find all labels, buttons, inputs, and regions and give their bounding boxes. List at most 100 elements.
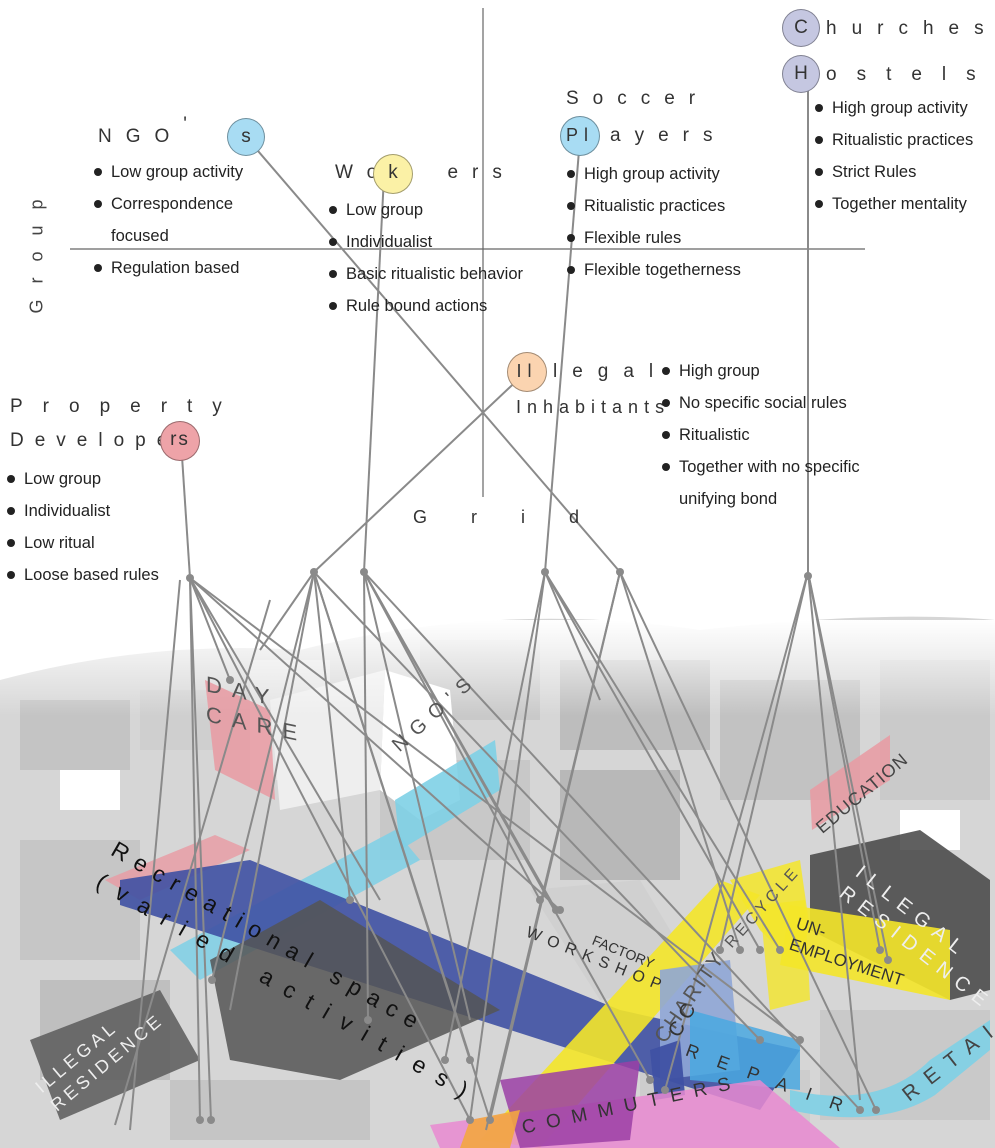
connector-line — [189, 577, 561, 911]
axes — [70, 8, 865, 497]
trait-item: Ritualistic practices — [814, 124, 973, 156]
trait-item: High group — [661, 355, 860, 387]
trait-item: Low ritual — [6, 527, 159, 559]
ngos-circle: s — [227, 118, 265, 156]
trait-item: Regulation based — [93, 252, 243, 284]
connector-line — [189, 577, 471, 1121]
connector-node — [208, 976, 216, 984]
connector-node — [552, 906, 560, 914]
trait-item: Ritualistic — [661, 419, 860, 451]
connector-node — [856, 1106, 864, 1114]
soccer-title-line2: ayers — [610, 125, 727, 146]
trait-item: Ritualistic practices — [566, 190, 741, 222]
trait-item: Flexible togetherness — [566, 254, 741, 286]
connector-line — [807, 571, 889, 961]
connector-line — [313, 571, 351, 901]
connector-node — [876, 946, 884, 954]
connector-line — [619, 571, 741, 951]
trait-item: Rule bound actions — [328, 290, 523, 322]
illegal-title-line2: Inhabitants — [516, 397, 671, 417]
connector-line — [189, 577, 201, 1121]
connector-line — [313, 571, 761, 1041]
connector-node — [804, 572, 812, 580]
developers-title-line1: Property — [10, 396, 242, 417]
developers-circle: rs — [160, 421, 200, 461]
connector-node — [360, 568, 368, 576]
connector-line — [544, 571, 601, 701]
connector-line — [229, 571, 315, 1011]
workers-circle: k — [373, 154, 413, 194]
trait-item: Basic ritualistic behavior — [328, 258, 523, 290]
trait-item: Together with no specific — [661, 451, 860, 483]
developers-title-line2: Develope — [10, 430, 179, 451]
connector-node — [207, 1116, 215, 1124]
connector-line — [363, 571, 471, 1021]
connector-line — [363, 571, 541, 901]
connector-node — [756, 946, 764, 954]
illegal-circle: Il — [507, 352, 547, 392]
trait-item-continuation: unifying bond — [679, 490, 778, 508]
connector-line — [719, 571, 809, 951]
connector-node — [466, 1116, 474, 1124]
connector-line — [363, 571, 861, 1111]
connector-node — [541, 568, 549, 576]
churches-title: hurches — [826, 18, 995, 39]
trait-item: Loose based rules — [6, 559, 159, 591]
connector-line — [114, 599, 271, 1126]
trait-item: No specific social rules — [661, 387, 860, 419]
connector-line — [189, 577, 801, 1041]
connector-line — [363, 571, 651, 1081]
connector-line — [363, 175, 385, 573]
soccer-circle: Pl — [560, 116, 600, 156]
trait-item-continuation: focused — [111, 227, 169, 245]
connector-node — [736, 946, 744, 954]
connector-node — [226, 676, 234, 684]
connector-node — [310, 568, 318, 576]
connector-node — [536, 896, 544, 904]
illegal-title-line1: legal — [553, 361, 669, 382]
trait-item: Correspondence — [93, 188, 243, 220]
connector-line — [485, 571, 621, 1131]
trait-item: Individualist — [6, 495, 159, 527]
trait-item: Low group activity — [93, 156, 243, 188]
connector-line — [469, 571, 546, 1121]
connector-node — [441, 1056, 449, 1064]
connector-node — [661, 1086, 669, 1094]
workers-traits: Low group Individualist Basic ritualisti… — [328, 194, 523, 322]
connector-line — [129, 579, 181, 1131]
trait-item: Together mentality — [814, 188, 973, 220]
connector-line — [363, 571, 369, 1021]
connector-line — [189, 577, 381, 901]
connector-line — [544, 137, 581, 573]
connector-node — [486, 1116, 494, 1124]
hostels-circle: H — [782, 55, 820, 93]
connector-node — [776, 946, 784, 954]
trait-item: Individualist — [328, 226, 523, 258]
connector-node — [796, 1036, 804, 1044]
connector-line — [544, 571, 781, 951]
connector-hubs — [186, 568, 892, 1124]
y-axis-label: Group — [26, 183, 47, 314]
hostels-traits: High group activity Ritualistic practice… — [814, 92, 973, 220]
ngos-title: NGO' — [98, 114, 201, 147]
connector-node — [872, 1106, 880, 1114]
developers-traits: Low group Individualist Low ritual Loose… — [6, 463, 159, 591]
connector-node — [186, 574, 194, 582]
trait-item: Low group — [6, 463, 159, 495]
connector-line — [180, 440, 191, 579]
connector-node — [616, 568, 624, 576]
connector-lines — [114, 80, 889, 1131]
connector-node — [646, 1076, 654, 1084]
connector-node — [346, 896, 354, 904]
connector-line — [245, 136, 621, 573]
connector-node — [466, 1056, 474, 1064]
connector-line — [807, 571, 861, 1101]
soccer-title-line1: Soccer — [566, 88, 710, 109]
hostels-title: ostels — [826, 64, 995, 85]
workers-title: Worers — [335, 162, 516, 183]
ngos-traits: Low group activity Correspondence focuse… — [93, 156, 243, 284]
connector-line — [544, 571, 761, 951]
x-axis-label: Grid — [413, 507, 624, 527]
churches-circle: C — [782, 9, 820, 47]
